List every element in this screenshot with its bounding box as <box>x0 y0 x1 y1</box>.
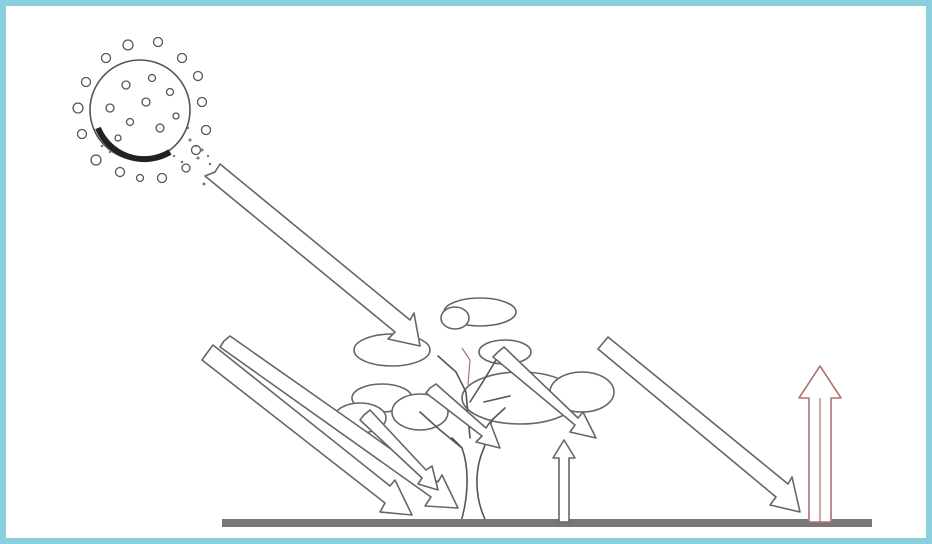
reflected-radiation-arrow-icon <box>553 440 575 522</box>
ground-surface <box>222 519 872 527</box>
incoming-radiation-arrow-icon <box>205 164 420 346</box>
sun-icon <box>73 38 211 186</box>
reflected-radiation-arrow-icon <box>799 366 841 522</box>
incoming-radiation-arrow-icon <box>598 337 800 512</box>
